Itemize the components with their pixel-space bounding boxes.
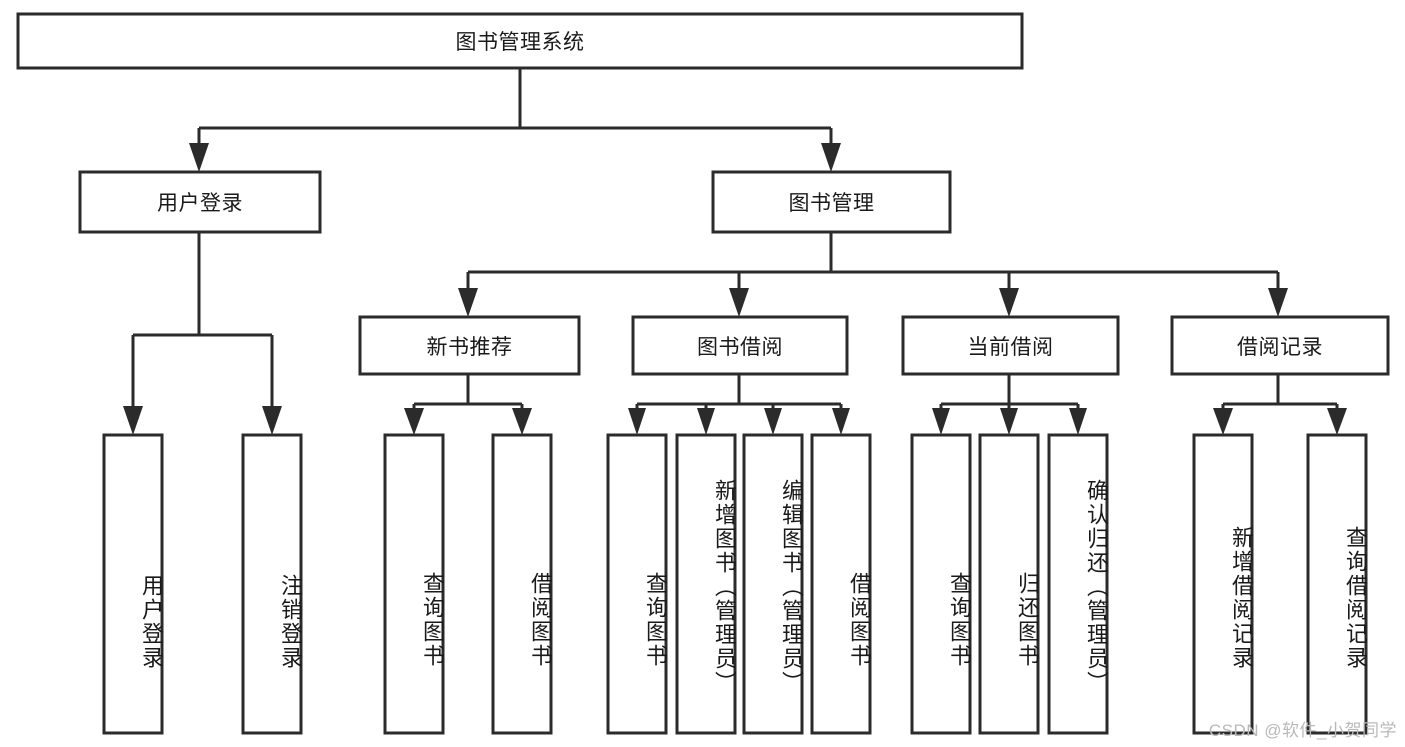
node-root-box[interactable] xyxy=(16,12,1024,70)
arrowhead-book-borrow-leaf-3 xyxy=(764,408,782,435)
arrowhead-current-borrow-leaf-2 xyxy=(1000,408,1018,435)
arrowhead-to-borrow-record xyxy=(1268,288,1288,317)
node-borrow-record-box[interactable] xyxy=(1170,315,1390,376)
leaf-box-borrow-record-2[interactable] xyxy=(1306,433,1368,735)
arrowhead-to-new-book-recommend xyxy=(458,288,478,317)
arrowhead-borrow-record-leaf-2 xyxy=(1327,408,1347,435)
arrowhead-new-book-leaf-2 xyxy=(512,408,532,435)
leaf-box-current-borrow-1[interactable] xyxy=(910,433,972,735)
arrowhead-user-login-leaf-2 xyxy=(262,406,282,435)
leaf-box-current-borrow-3[interactable] xyxy=(1047,433,1109,735)
arrowhead-to-current-borrow xyxy=(999,288,1019,317)
arrowhead-new-book-leaf-1 xyxy=(404,408,424,435)
leaf-box-book-borrow-2[interactable] xyxy=(675,433,737,735)
leaf-box-new-book-1[interactable] xyxy=(383,433,445,735)
node-book-manage-box[interactable] xyxy=(711,170,952,234)
arrowhead-current-borrow-leaf-3 xyxy=(1069,408,1087,435)
arrowhead-user-login-leaf-1 xyxy=(123,406,143,435)
leaf-box-user-login-2[interactable] xyxy=(241,433,303,735)
leaf-box-borrow-record-1[interactable] xyxy=(1192,433,1254,735)
node-book-borrow-box[interactable] xyxy=(631,315,849,376)
node-new-book-recommend-box[interactable] xyxy=(358,315,581,376)
arrowhead-book-borrow-leaf-2 xyxy=(697,408,715,435)
leaf-box-book-borrow-4[interactable] xyxy=(810,433,872,735)
arrowhead-to-user-login xyxy=(189,143,209,172)
node-user-login-box[interactable] xyxy=(78,170,322,234)
leaf-box-user-login-1[interactable] xyxy=(102,433,164,735)
arrowhead-to-book-borrow xyxy=(729,288,749,317)
arrowhead-to-book-manage xyxy=(821,143,841,172)
node-current-borrow-box[interactable] xyxy=(901,315,1120,376)
leaf-box-book-borrow-1[interactable] xyxy=(606,433,668,735)
arrowhead-book-borrow-leaf-4 xyxy=(832,408,850,435)
arrowhead-current-borrow-leaf-1 xyxy=(932,408,950,435)
leaf-box-book-borrow-3[interactable] xyxy=(742,433,804,735)
arrowhead-borrow-record-leaf-1 xyxy=(1213,408,1233,435)
arrowhead-book-borrow-leaf-1 xyxy=(628,408,646,435)
leaf-box-current-borrow-2[interactable] xyxy=(978,433,1040,735)
leaf-box-new-book-2[interactable] xyxy=(491,433,553,735)
